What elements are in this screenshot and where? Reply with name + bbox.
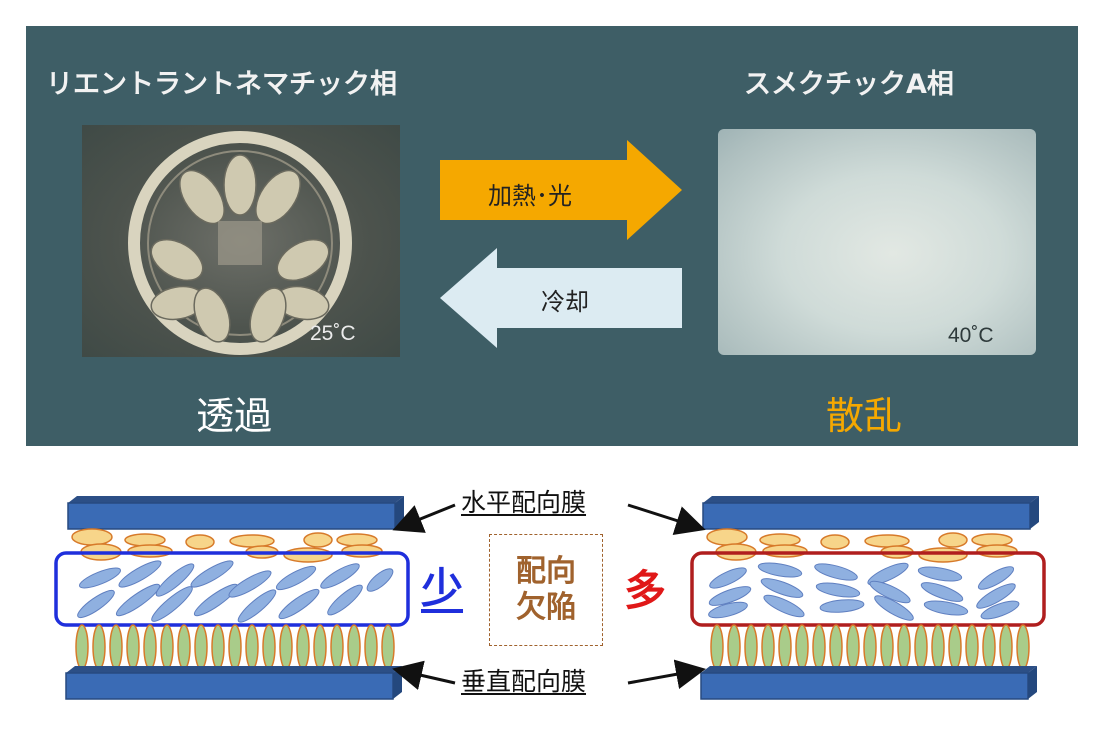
transparent-sample-photo (82, 125, 400, 357)
defect-label-line1: 配向 (516, 554, 576, 589)
right-temperature: 40˚C (948, 324, 994, 347)
few-defects-box (54, 551, 410, 627)
transmission-label: 透過 (196, 394, 273, 438)
heat-arrow (440, 140, 682, 240)
few-label: 少 (421, 564, 464, 613)
scattering-sample-photo (718, 129, 1036, 355)
scattering-label: 散乱 (826, 394, 903, 438)
cool-arrow (440, 248, 682, 348)
right-cell (690, 496, 1046, 700)
many-label: 多 (624, 566, 667, 615)
crest-emblem (128, 131, 352, 355)
pointer-arrows (392, 503, 706, 690)
horizontal-alignment-film-label: 水平配向膜 (461, 488, 587, 517)
many-defects-box (690, 551, 1046, 627)
left-cell (54, 496, 410, 700)
vertical-alignment-film-label: 垂直配向膜 (461, 667, 587, 696)
right-phase-title: スメクチックA相 (744, 69, 954, 100)
alignment-defect-box: 配向 欠陥 (489, 534, 603, 646)
left-phase-title: リエントラントネマチック相 (46, 69, 397, 100)
left-temperature: 25˚C (310, 322, 356, 345)
defect-label-line2: 欠陥 (516, 590, 576, 625)
cooling-label: 冷却 (541, 288, 589, 316)
heat-light-label: 加熱･光 (488, 182, 572, 210)
